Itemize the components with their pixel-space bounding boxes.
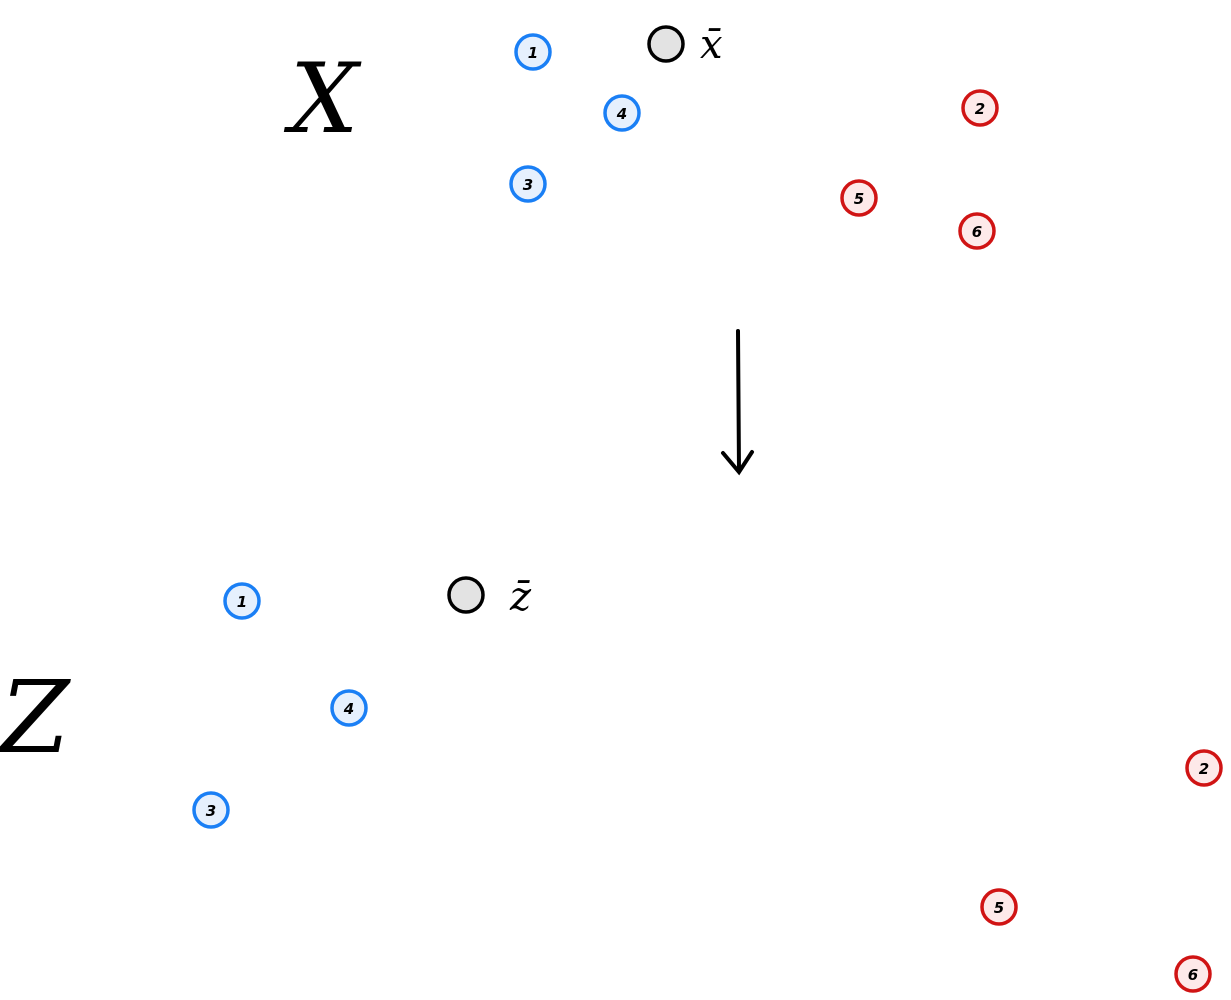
svg-text:6: 6: [1188, 966, 1198, 984]
point-red-6: 6: [1174, 955, 1212, 993]
point-blue-1: 1: [223, 582, 261, 620]
svg-text:6: 6: [972, 223, 982, 241]
point-red-6: 6: [958, 212, 996, 250]
mean-label-x: x̄: [700, 22, 723, 68]
space-label-z: Z: [0, 659, 71, 776]
svg-text:5: 5: [994, 899, 1004, 917]
svg-text:4: 4: [343, 700, 354, 718]
svg-text:5: 5: [854, 190, 864, 208]
svg-text:3: 3: [523, 176, 533, 194]
mean-point-z: z̄: [447, 574, 532, 620]
mean-label-z: z̄: [509, 574, 532, 620]
svg-text:1: 1: [528, 44, 538, 62]
point-blue-3: 3: [509, 165, 547, 203]
mean-point-x: x̄: [647, 22, 723, 68]
svg-text:2: 2: [975, 100, 985, 118]
svg-text:3: 3: [206, 802, 216, 820]
point-red-5: 5: [840, 179, 878, 217]
point-blue-1: 1: [514, 33, 552, 71]
mapping-arrow: [721, 329, 754, 476]
svg-text:1: 1: [237, 593, 247, 611]
point-red-2: 2: [1185, 749, 1223, 787]
point-red-2: 2: [961, 89, 999, 127]
svg-text:2: 2: [1199, 760, 1209, 778]
point-red-5: 5: [980, 888, 1018, 926]
point-blue-4: 4: [603, 94, 641, 132]
bottom-space: Z z̄ 1 4 3 2 5 6: [0, 574, 1223, 993]
point-blue-4: 4: [330, 689, 368, 727]
space-label-x: X: [283, 43, 362, 155]
top-space: X x̄ 1 4 3 2 5 6: [283, 22, 999, 250]
point-blue-3: 3: [192, 791, 230, 829]
svg-text:4: 4: [616, 105, 627, 123]
